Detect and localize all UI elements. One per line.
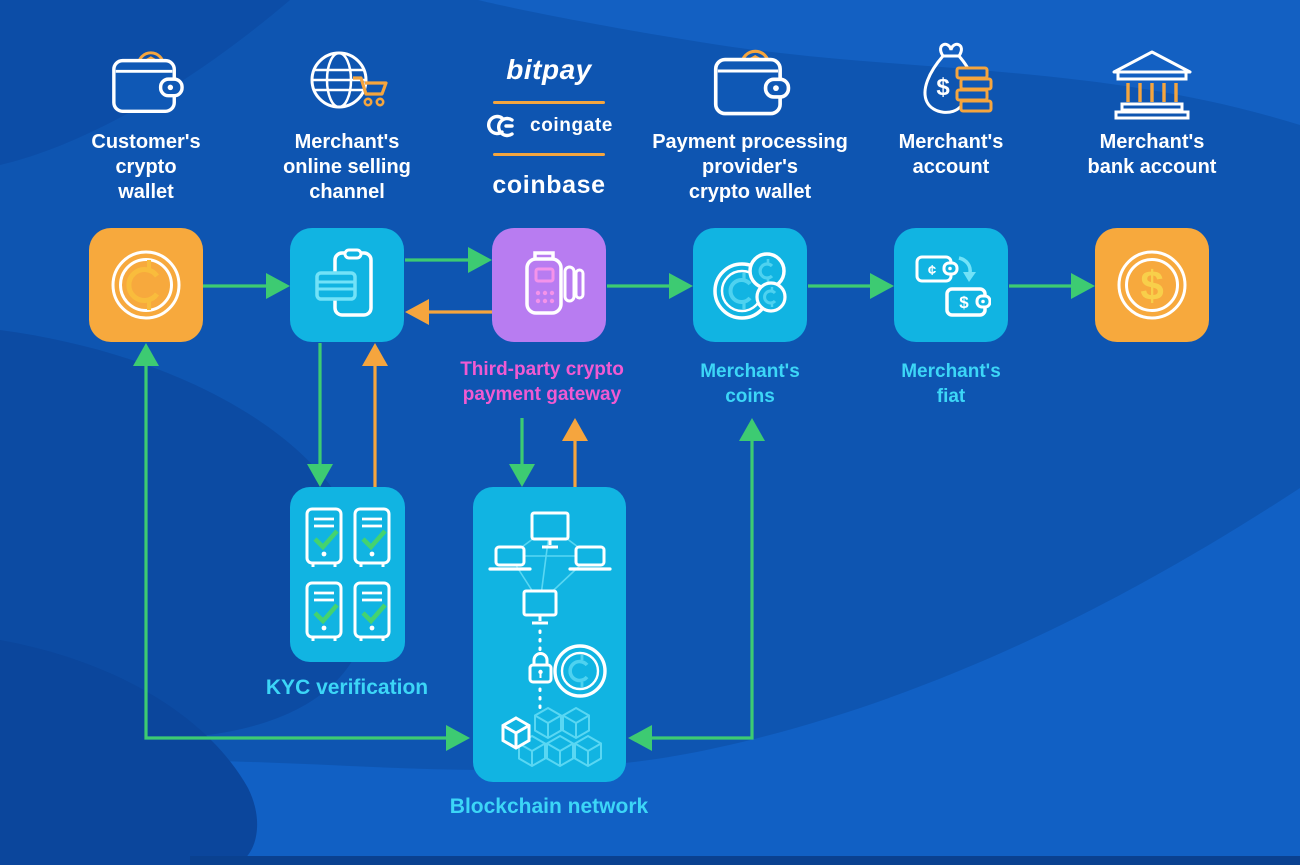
- blockchain-icon: [487, 511, 612, 767]
- wallet-swap-icon: ¢ $: [915, 255, 991, 317]
- node-merchant-selling-channel: [290, 228, 404, 342]
- node-merchant-coins: [693, 228, 807, 342]
- edge-gateway-to-blockchain: [509, 418, 535, 487]
- svg-text:$: $: [1140, 262, 1163, 309]
- pos-terminal-icon: [525, 251, 585, 315]
- caption-merchant-fiat: Merchant's fiat: [901, 361, 1001, 407]
- node-merchant-fiat: ¢ $: [894, 228, 1008, 342]
- divider-line-1: [493, 101, 605, 104]
- node-crypto-payment-gateway: [492, 228, 606, 342]
- coingate-glyph-icon: [487, 114, 514, 138]
- label-merchant-bank-account: Merchant's bank account: [1087, 131, 1217, 178]
- crypto-coin-icon: [111, 250, 181, 320]
- edge-blockchain-to-gateway: [562, 418, 588, 487]
- node-blockchain-network: [473, 487, 626, 782]
- node-kyc-verification: [290, 487, 405, 662]
- caption-blockchain-network: Blockchain network: [449, 795, 649, 818]
- wallet-coin-icon: [112, 51, 184, 113]
- coingate-logo: coingate: [439, 113, 659, 139]
- coinbase-logo: coinbase: [492, 171, 606, 199]
- svg-text:$: $: [959, 293, 969, 312]
- edge-kyc-to-channel: [362, 343, 388, 487]
- edge-channel-to-kyc: [307, 343, 333, 487]
- globe-cart-icon: [310, 51, 388, 109]
- edge-blockchain-customer-wallet: [133, 343, 470, 751]
- caption-payment-gateway: Third-party crypto payment gateway: [460, 359, 624, 405]
- bank-icon: [1112, 50, 1192, 120]
- money-bag-icon: $: [923, 42, 993, 114]
- caption-merchant-coins: Merchant's coins: [700, 361, 800, 407]
- edge-wallet-to-channel: [202, 273, 290, 299]
- node-merchant-bank-account: $: [1095, 228, 1209, 342]
- edge-coins-to-fiat: [808, 273, 894, 299]
- label-provider-wallet: Payment processing provider's crypto wal…: [652, 131, 848, 203]
- wallet-coin-icon: [713, 49, 791, 116]
- caption-kyc-verification: KYC verification: [265, 676, 429, 699]
- bitpay-logo: bitpay: [506, 54, 592, 85]
- edge-fiat-to-bank: [1009, 273, 1095, 299]
- node-customer-crypto-wallet: [89, 228, 203, 342]
- svg-text:$: $: [936, 74, 950, 101]
- phone-card-icon: [315, 248, 373, 317]
- crypto-coins-icon: [713, 252, 787, 320]
- label-merchant-account: Merchant's account: [898, 131, 1004, 178]
- edge-channel-to-gateway: [405, 247, 492, 273]
- svg-text:¢: ¢: [928, 262, 936, 279]
- coingate-wordmark: coingate: [530, 115, 613, 136]
- dollar-coin-icon: $: [1117, 250, 1187, 320]
- divider-line-2: [493, 153, 605, 156]
- edge-blockchain-merchant-coins: [628, 418, 765, 751]
- label-customer-crypto-wallet: Customer's crypto wallet: [91, 131, 201, 203]
- edge-gateway-to-channel: [405, 299, 492, 325]
- server-rack-icon: [305, 507, 390, 641]
- edge-gateway-to-coins: [607, 273, 693, 299]
- label-selling-channel: Merchant's online selling channel: [283, 131, 411, 203]
